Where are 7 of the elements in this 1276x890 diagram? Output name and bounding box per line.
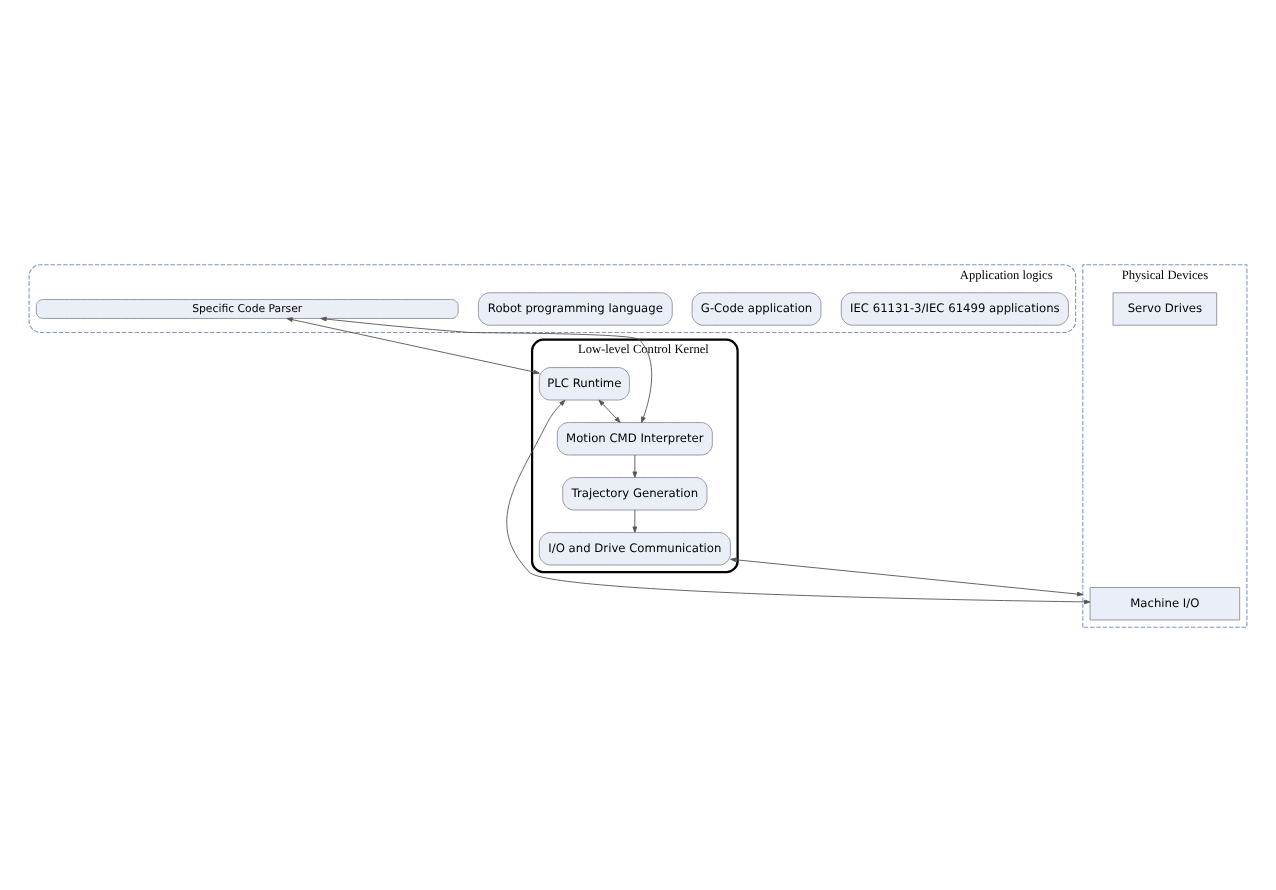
arrow	[598, 398, 621, 422]
arrow	[286, 316, 540, 374]
arrow	[632, 508, 638, 532]
arrow	[730, 556, 1084, 596]
arrow	[632, 453, 638, 477]
arrow	[506, 398, 1091, 604]
arrow	[320, 315, 653, 422]
